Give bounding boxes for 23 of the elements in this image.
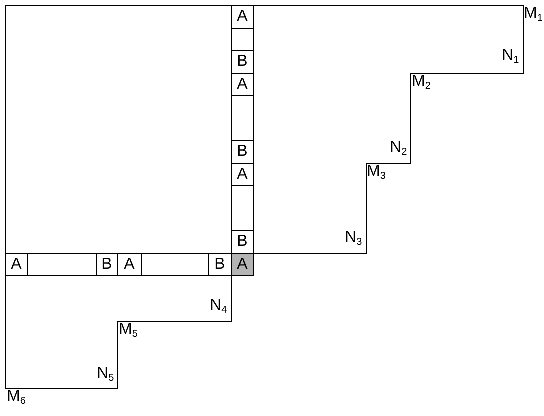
- point-label: M$_{5}$: [119, 322, 138, 338]
- letter-cell: A: [231, 73, 254, 95]
- empty-cell: [231, 95, 254, 140]
- empty-cell: [231, 28, 254, 50]
- letter-cell: A: [231, 253, 254, 276]
- point-label: N$_{3}$: [345, 230, 362, 246]
- letter-cell: B: [231, 50, 254, 73]
- letter-cell: B: [96, 253, 117, 276]
- point-label: N$_{5}$: [97, 366, 114, 382]
- letter-cell: B: [231, 140, 254, 163]
- empty-cell: [231, 185, 254, 230]
- point-label: N$_{4}$: [210, 298, 228, 314]
- letter-cell: A: [231, 5, 254, 28]
- empty-cell: [27, 253, 96, 276]
- point-label: N$_{1}$: [502, 48, 520, 64]
- square-outline: [5, 5, 231, 253]
- point-label: M$_{3}$: [367, 164, 386, 180]
- letter-cell: A: [5, 253, 27, 276]
- letter-cell: A: [117, 253, 141, 276]
- letter-cell: A: [231, 163, 254, 185]
- point-label: N$_{2}$: [390, 140, 408, 156]
- point-label: M$_{2}$: [412, 74, 431, 90]
- empty-cell: [141, 253, 208, 276]
